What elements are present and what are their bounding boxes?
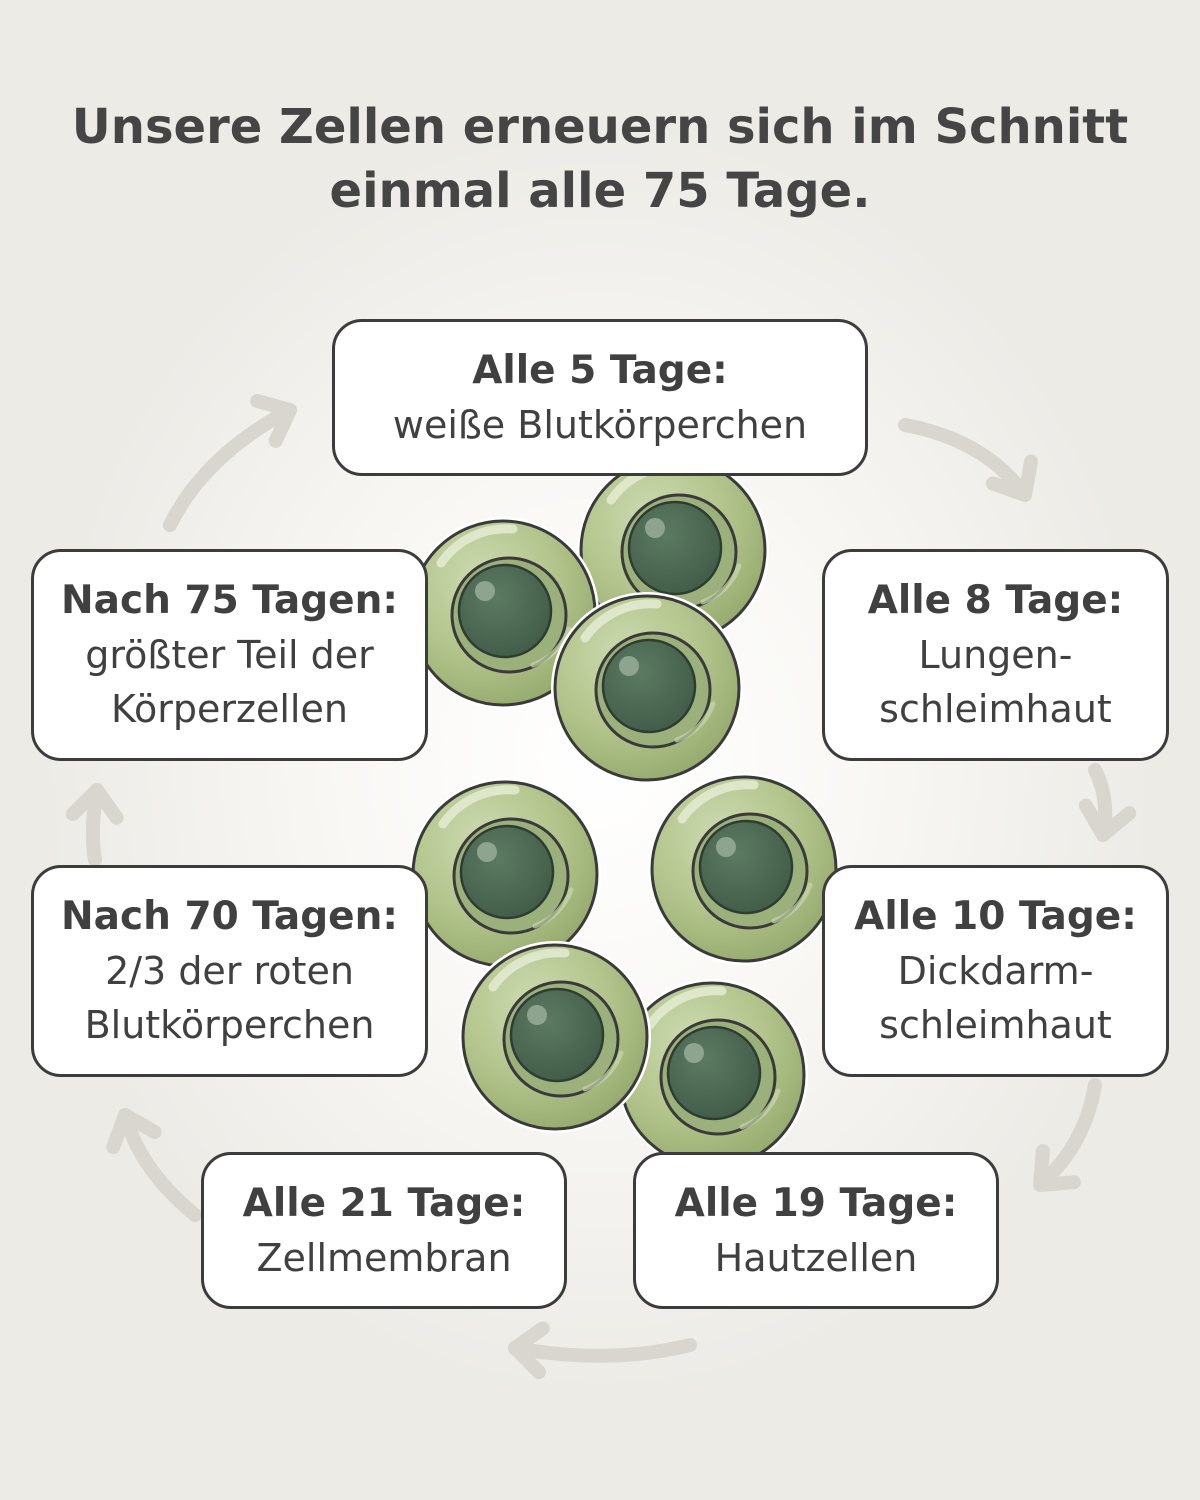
title-line-2: einmal alle 75 Tage. — [329, 163, 871, 219]
box-heading: Alle 8 Tage: — [867, 578, 1124, 623]
info-box-5-days: Alle 5 Tage: weiße Blutkörperchen — [332, 319, 868, 476]
box-text: schleimhaut — [879, 1003, 1112, 1047]
curved-arrow-icon — [508, 1338, 697, 1363]
cell-cluster — [407, 454, 840, 1171]
cell-icon — [409, 778, 601, 970]
box-text: 2/3 der roten — [105, 949, 354, 993]
cell-icon — [459, 941, 651, 1133]
page-title: Unsere Zellen erneuern sich im Schnitt e… — [0, 95, 1200, 223]
curved-arrow-icon — [118, 1108, 202, 1222]
cycle-arrows — [85, 403, 1113, 1363]
curved-arrow-icon — [163, 403, 297, 532]
cell-icon — [551, 592, 743, 784]
box-heading: Alle 21 Tage: — [242, 1180, 526, 1226]
box-heading: Nach 70 Tagen: — [61, 894, 398, 939]
box-text: größter Teil der — [85, 633, 374, 677]
title-line-1: Unsere Zellen erneuern sich im Schnitt — [71, 99, 1129, 155]
box-text: Lungen- — [918, 633, 1073, 677]
box-text: Blutkörperchen — [84, 1003, 375, 1047]
info-box-19-days: Alle 19 Tage: Hautzellen — [633, 1152, 999, 1309]
box-text: schleimhaut — [879, 687, 1112, 731]
box-text: Körperzellen — [111, 687, 348, 731]
box-heading: Nach 75 Tagen: — [61, 578, 398, 623]
box-heading: Alle 10 Tage: — [854, 894, 1137, 939]
info-box-75-days: Nach 75 Tagen: größter Teil der Körperze… — [31, 549, 428, 761]
info-box-10-days: Alle 10 Tage: Dickdarm- schleimhaut — [822, 865, 1169, 1077]
box-text: weiße Blutkörperchen — [392, 402, 808, 447]
box-text: Dickdarm- — [897, 949, 1094, 993]
box-text: Hautzellen — [714, 1235, 918, 1280]
box-heading: Alle 5 Tage: — [472, 347, 728, 393]
info-box-70-days: Nach 70 Tagen: 2/3 der roten Blutkörperc… — [31, 865, 428, 1077]
cell-icon — [648, 773, 840, 965]
box-text: Zellmembran — [256, 1235, 512, 1280]
info-box-8-days: Alle 8 Tage: Lungen- schleimhaut — [822, 549, 1169, 761]
curved-arrow-icon — [898, 418, 1032, 502]
curved-arrow-icon — [1033, 1078, 1102, 1192]
info-box-21-days: Alle 21 Tage: Zellmembran — [201, 1152, 567, 1309]
box-heading: Alle 19 Tage: — [674, 1180, 958, 1226]
